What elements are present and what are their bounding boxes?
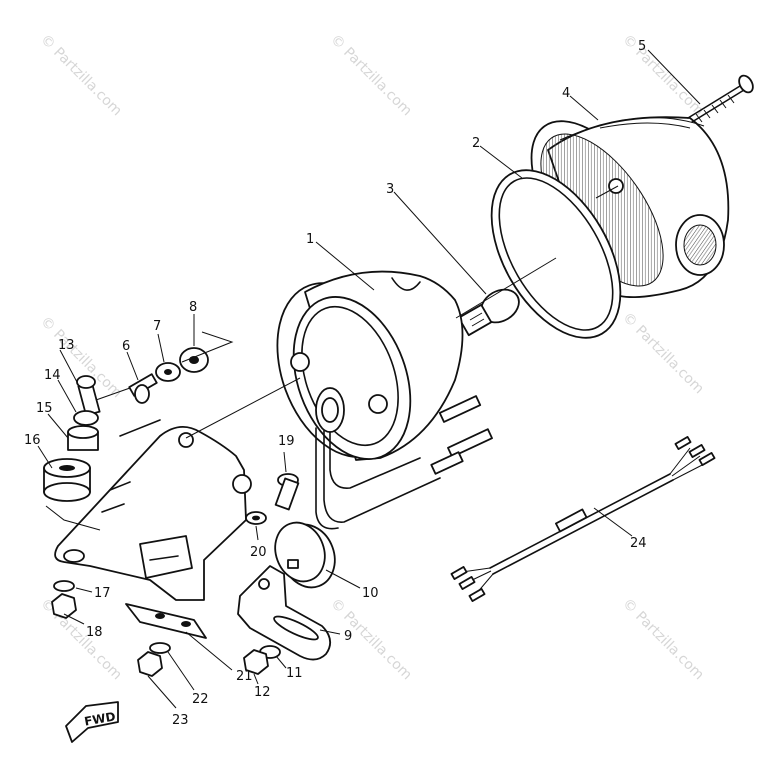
part-20-washer — [245, 511, 267, 525]
part-8-collar — [179, 347, 209, 373]
callout-11: 11 — [286, 666, 303, 681]
callout-10: 10 — [362, 586, 379, 601]
callout-2: 2 — [472, 136, 480, 151]
callout-14: 14 — [44, 368, 61, 383]
watermark: © Partzilla.com — [327, 596, 415, 684]
callout-6: 6 — [122, 339, 130, 354]
part-23-nut — [137, 651, 163, 677]
callout-19: 19 — [278, 434, 295, 449]
callout-18: 18 — [86, 625, 103, 640]
callout-23: 23 — [172, 713, 189, 728]
fwd-label: FWD — [83, 709, 116, 728]
part-15-collar — [67, 425, 99, 451]
watermark: © Partzilla.com — [327, 32, 415, 120]
callout-labels: 1 2 3 4 5 6 7 8 9 10 11 12 13 14 15 16 1… — [24, 39, 647, 728]
part-21-cushion — [125, 603, 207, 639]
part-19-bolt — [274, 473, 300, 511]
callout-1: 1 — [306, 232, 314, 247]
callout-3: 3 — [386, 182, 394, 197]
part-5-screw — [687, 74, 754, 123]
callout-12: 12 — [254, 685, 271, 700]
callout-24: 24 — [630, 536, 647, 551]
leader-lines — [37, 49, 701, 709]
callout-7: 7 — [153, 319, 161, 334]
fwd-arrow-icon: FWD — [65, 701, 119, 743]
watermark: © Partzilla.com — [37, 32, 125, 120]
callout-22: 22 — [192, 692, 209, 707]
part-14-washer — [73, 410, 99, 426]
callout-20: 20 — [250, 545, 267, 560]
part-3-bulb — [457, 288, 520, 337]
callout-21: 21 — [236, 669, 253, 684]
callout-15: 15 — [36, 401, 53, 416]
callout-8: 8 — [189, 300, 197, 315]
part-24-harness — [450, 436, 716, 602]
callout-17: 17 — [94, 586, 111, 601]
part-18-nut — [51, 593, 77, 619]
watermark: © Partzilla.com — [619, 32, 707, 120]
watermark: © Partzilla.com — [619, 310, 707, 398]
part-12-nut — [243, 649, 269, 675]
callout-4: 4 — [562, 86, 570, 101]
part-2-gasket — [490, 169, 622, 339]
callout-5: 5 — [638, 39, 646, 54]
part-22-washer — [149, 642, 171, 654]
watermark: © Partzilla.com — [619, 596, 707, 684]
callout-13: 13 — [58, 338, 75, 353]
part-16-grommet — [43, 458, 91, 502]
part-6-bolt — [128, 373, 158, 404]
callout-9: 9 — [344, 629, 352, 644]
part-1-base — [276, 270, 493, 530]
part-10-reflector — [274, 521, 336, 589]
part-7-washer — [155, 362, 181, 382]
assembly-lines — [45, 257, 557, 531]
bracket — [54, 419, 252, 601]
watermark: © Partzilla.com — [37, 596, 125, 684]
part-17-washer — [53, 580, 75, 592]
part-9-plate-bracket — [237, 565, 332, 661]
callout-16: 16 — [24, 433, 41, 448]
